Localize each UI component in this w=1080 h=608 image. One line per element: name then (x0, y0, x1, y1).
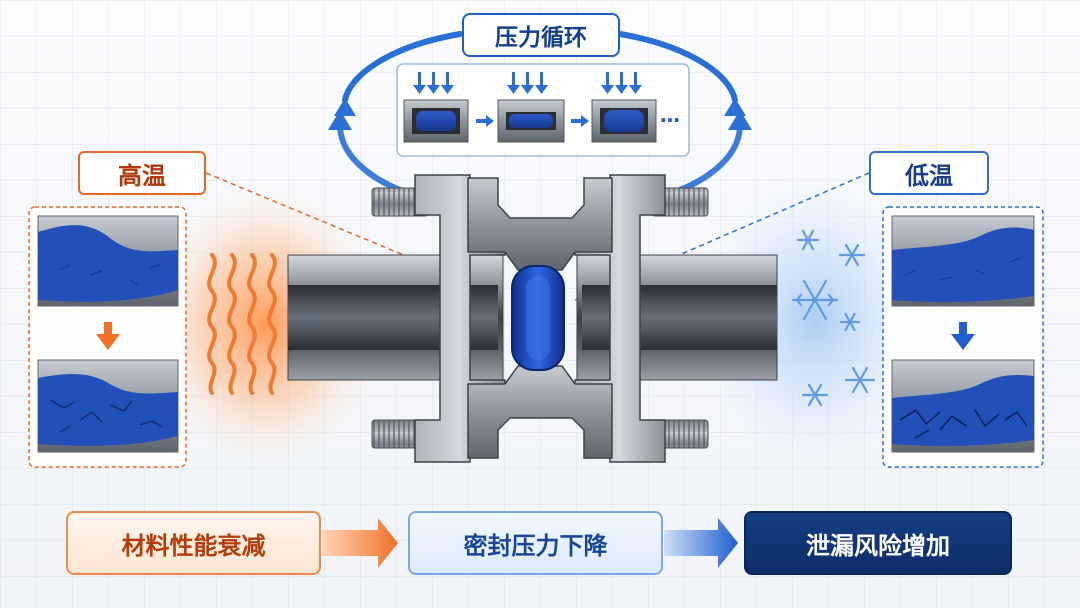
right-arrow-icon (476, 115, 589, 127)
hot-seal-after (37, 359, 179, 453)
cold-glow (695, 170, 935, 470)
cycle-title: 压力循环 (462, 13, 620, 57)
bottom-clamp (467, 365, 613, 459)
down-arrow-icon (507, 72, 548, 94)
cold-seal-after (891, 359, 1035, 453)
down-arrow-icon (951, 322, 975, 350)
hot-seal-before (37, 215, 179, 307)
flow-step-material-degradation: 材料性能衰减 (66, 511, 321, 575)
right-arrow-icon (322, 518, 398, 568)
snowflake-icon (791, 229, 876, 407)
cycle-ellipsis: … (660, 103, 680, 127)
down-arrow-icon (96, 322, 120, 350)
compression-stage-2 (497, 72, 565, 143)
hot-label: 高温 (78, 151, 206, 195)
top-clamp (467, 177, 613, 271)
cold-label: 低温 (869, 151, 989, 195)
down-arrow-icon (413, 72, 454, 94)
down-arrow-icon (601, 72, 642, 94)
right-arrow-icon (664, 518, 738, 568)
cold-seal-before (891, 215, 1035, 307)
compression-stage-1 (403, 72, 469, 143)
flange-assembly (287, 174, 778, 463)
compression-stage-3 (591, 72, 657, 143)
flow-step-seal-pressure-drop: 密封压力下降 (408, 511, 663, 575)
flow-step-leak-risk-increase: 泄漏风险增加 (744, 511, 1012, 575)
heat-waves-icon (207, 253, 277, 395)
